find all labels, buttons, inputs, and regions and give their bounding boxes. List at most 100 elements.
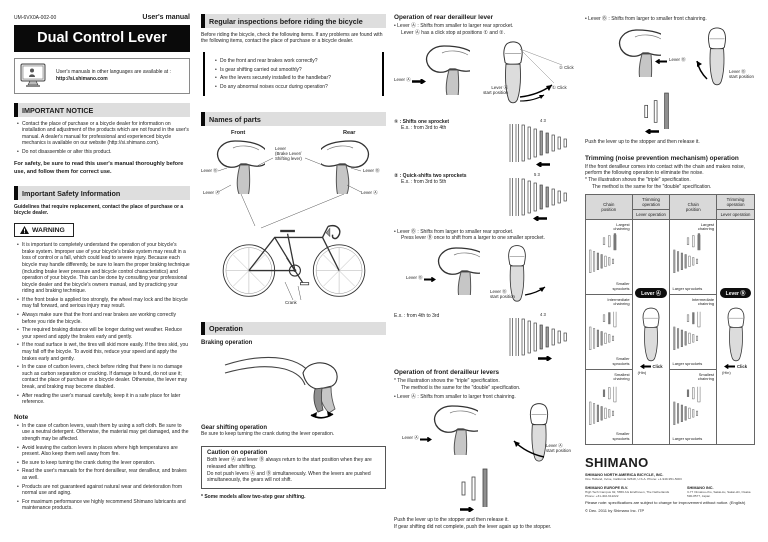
checklist-item: Do the front and rear brakes work correc… [215,58,375,65]
caution-box: Caution on operation Both lever Ⓐ and le… [201,446,386,490]
shift-one-example: E.x. : from 3rd to 4th [401,125,447,132]
note-item: Be sure to keep turning the crank during… [17,460,190,467]
checklist-item: Are the levers securely installed to the… [215,75,375,82]
lever-b-label-right: Lever Ⓑ [363,167,380,173]
rear-lever-a-diagram: Lever Ⓐ Lever Ⓐ start position ② Click ①… [394,40,578,113]
chain-position-drawing [673,386,701,425]
lever-a-pointer-label: Lever Ⓐ [402,435,419,441]
safety-info-intro: Guidelines that require replacement, con… [14,203,184,217]
click-label: Click [737,364,748,370]
notice-item: Do not disassemble or alter this product… [17,149,190,156]
chain-position-cell: Intermediate chainring Smaller sprockets [585,293,633,370]
lever-b-pointer-label: Lever Ⓑ [406,275,423,280]
chain-position-cell: Largest chainring Larger sprockets [669,218,718,295]
lever-a-side-drawing [433,405,478,456]
lever-b-front-drawing [508,245,546,302]
rear-derailleur-title: Operation of rear derailleur lever [394,14,494,21]
lever-a-side-drawing [425,44,470,95]
footer-note: Please note: specifications are subject … [585,500,746,506]
chainrings-drawing [644,92,669,129]
inspection-checklist: Do the front and rear brakes work correc… [212,58,375,90]
checklist-item: Is gear shifting carried out smoothly? [215,67,375,74]
lever-a-label-left: Lever Ⓐ [203,189,220,195]
section-names-of-parts: Names of parts [201,112,386,126]
chainring-diagram-b [585,91,755,135]
chain-position-drawing [673,233,701,273]
cassette-drawing [509,123,567,162]
lever-a-desc-1: • Lever Ⓐ : Shifts from smaller to large… [394,23,514,29]
shift-direction-arrow-icon [536,161,550,167]
crank-label: Crank [285,299,297,305]
lever-b-start-label: Lever Ⓑ start position [729,68,754,79]
rear-lever-b-diagram: Lever Ⓑ Lever Ⓑ start position [394,245,578,307]
lever-a-start-label: Lever Ⓐ start position [483,84,508,95]
note-item: For maximum performance we highly recomm… [17,499,190,512]
shimano-logo: SHIMANO [585,454,649,470]
shift-direction-arrow-icon [533,215,547,221]
lever-b-start-label: Lever Ⓑ start position [490,289,515,300]
shimano-url: http://si.shimano.com [56,76,108,82]
click-1-label: ① Click [552,84,567,90]
chainring-label: Intermediate chainring [691,296,715,307]
names-of-parts-diagram: Front Rear Lever (Brake Lever/ Shifting … [201,130,386,312]
lever-b-label-left: Lever Ⓑ [201,167,218,173]
footer-copyright: © Dec. 2011 by Shimano Inc. ITP [585,507,645,513]
shift-example-1: ① : Shifts one sprocket E.x. : from 3rd … [394,117,578,167]
caution-line1: Both lever Ⓐ and lever Ⓑ always return t… [207,457,372,470]
note-item: In the case of carbon levers, wash them … [17,423,190,443]
gear-shifting-title: Gear shifting operation [201,425,268,432]
pointer-arrow-icon [424,277,436,282]
warning-icon [20,226,29,235]
col-header-trimming-operation: Trimming operation [631,193,671,210]
chain-position-cell: Smallest chainring Larger sprockets [669,368,718,445]
chainring-label: Smallest chainring [697,371,715,382]
lever-front-drawing [642,308,660,362]
section-important-safety-information: Important Safety Information [14,186,190,200]
section-operation: Operation [201,321,386,336]
chain-position-drawing [589,233,617,273]
two-step-footnote: * Some models allow two-step gear shifti… [201,494,306,501]
warning-item: In the case of carbon levers, check befo… [17,364,190,390]
warning-title: WARNING [32,226,65,234]
sprockets-label: Smaller sprockets [612,281,630,291]
sprockets-label: Smaller sprockets [612,356,630,366]
warning-item: It is important to completely understand… [17,242,190,295]
lever-a-start-label: Lever Ⓐ start position [546,443,571,454]
hin-label: (Hin) [637,370,647,376]
cassette-diagram-2: 5 3 [508,172,578,221]
col-header-lever-operation: Lever operation [716,208,755,220]
document-header: UM-6VX0A-002-00 User's manual [14,14,190,21]
triple-spec-note-2: The method is the same for the "double" … [401,384,521,391]
sprocket-numbers: 4 3 [540,117,546,123]
click-arrow-icon [639,364,651,370]
note-item: Avoid leaving the carbon levers in place… [17,445,190,458]
lever-a-pointer-label: Lever Ⓐ [394,76,411,82]
lever-b-badge: Lever Ⓑ [719,288,752,299]
click-label: Click [652,364,663,370]
sprockets-label: Larger sprockets [672,285,703,291]
front-label: Front [231,129,246,136]
inspections-intro: Before riding the bicycle, check the fol… [201,31,383,45]
company-name: SHIMANO EUROPE B.V. [585,485,629,490]
company-name: SHIMANO NORTH AMERICA BICYCLE, INC. [585,472,664,477]
lever-b-pointer-label: Lever Ⓑ [669,56,686,62]
inspection-checklist-box: Do the front and rear brakes work correc… [203,52,384,97]
section-regular-inspections: Regular inspections before riding the bi… [201,14,386,28]
warning-item: After reading the user's manual carefull… [17,393,190,406]
company-address: High Tech Campus 92, 5656 AG Eindhoven, … [585,489,670,498]
lever-a-front-drawing [503,40,563,103]
pointer-arrow-icon [412,78,426,84]
bicycle-diagram [222,224,366,297]
col-header-trimming-operation: Trimming operation [716,193,755,210]
pointer-arrow-icon [420,437,432,443]
info-text: User's manuals in other languages are av… [56,69,171,76]
braking-operation-diagram [201,347,386,420]
chainring-label: Largest chainring [697,221,715,232]
shift-two-title: ② : Quick-shifts two sprockets [394,172,467,179]
chain-position-cell: Intermediate chainring Larger sprockets [669,293,718,370]
warning-item: If the front brake is applied too strong… [17,297,190,310]
shift-one-title: ① : Shifts one sprocket [394,118,450,125]
shift-example-3: E.x. : from 4th to 3rd 4 3 [394,312,578,361]
document-type-label: User's manual [142,14,190,21]
